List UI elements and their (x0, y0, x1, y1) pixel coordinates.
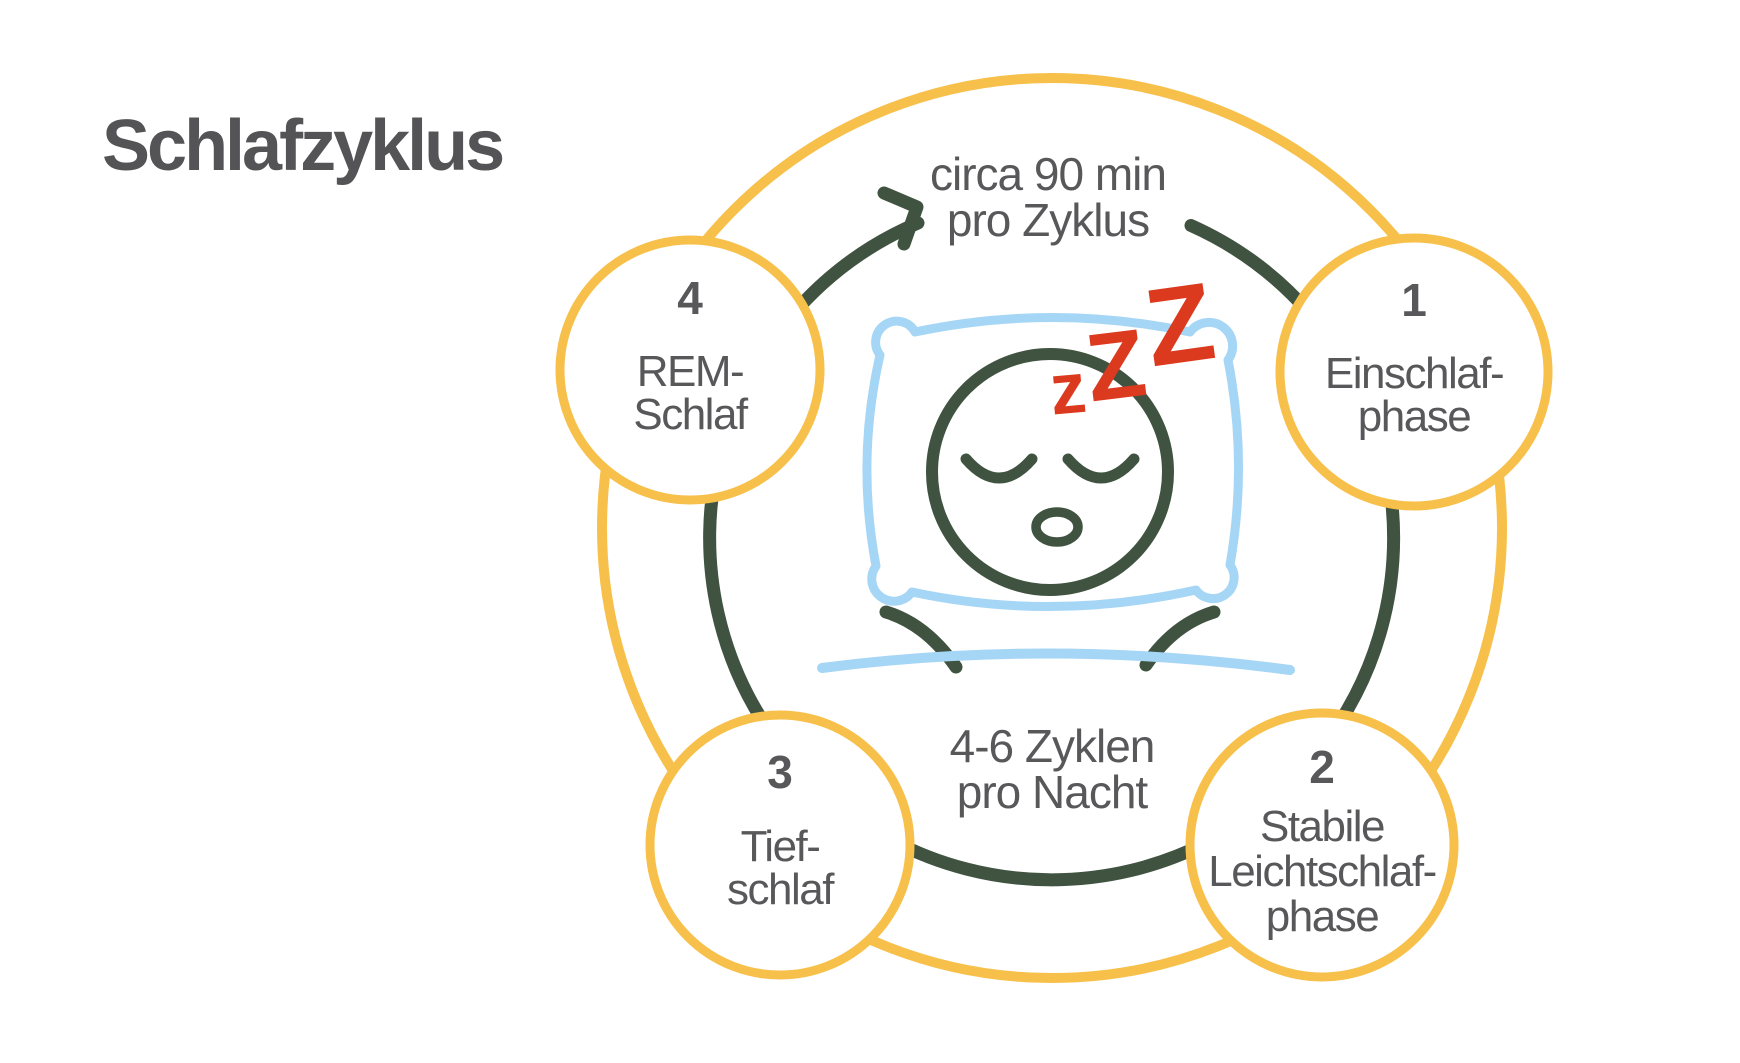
sleeper-head (926, 348, 1174, 596)
phase-1-label-line1: Einschlaf- (1325, 349, 1503, 398)
phase-1-number: 1 (1401, 274, 1427, 326)
phase-3-label-line2: schlaf (727, 865, 835, 914)
phase-2-label-line3: phase (1266, 892, 1378, 941)
phase-circle-2: 2 Stabile Leichtschlaf- phase (1185, 708, 1459, 982)
phase-1-circle (1275, 233, 1553, 511)
phase-2-label-line1: Stabile (1260, 802, 1384, 851)
phase-4-label-line2: Schlaf (633, 390, 749, 439)
top-note-line1: circa 90 min (930, 148, 1166, 200)
cycle-direction-arrow-icon (877, 186, 924, 251)
sleeper-illustration: z Z Z (817, 259, 1295, 675)
page-title: Schlafzyklus (102, 106, 503, 186)
outer-ring-circle (597, 73, 1507, 983)
right-eye-icon (1062, 453, 1140, 484)
phase-2-label-line2: Leichtschlaf- (1208, 847, 1436, 896)
phase-1-label-line2: phase (1358, 392, 1470, 441)
mouth-icon (1031, 507, 1083, 547)
phase-circle-4: 4 REM- Schlaf (555, 235, 825, 505)
top-note-line2: pro Zyklus (947, 194, 1149, 246)
blanket (817, 648, 1295, 675)
head-outline (926, 348, 1174, 596)
phase-3-number: 3 (767, 746, 793, 798)
phase-4-circle (555, 235, 825, 505)
phase-2-number: 2 (1309, 741, 1335, 793)
phase-3-label-line1: Tief- (741, 822, 820, 871)
phase-circle-1: 1 Einschlaf- phase (1275, 233, 1553, 511)
sleep-z-medium: Z (1080, 309, 1151, 422)
phase-4-number: 4 (677, 272, 703, 324)
phase-3-circle (645, 710, 915, 980)
sleep-z-small: z (1046, 348, 1089, 431)
top-note: circa 90 min pro Zyklus (930, 148, 1167, 246)
phase-2-circle (1185, 708, 1459, 982)
phase-circle-3: 3 Tief- schlaf (645, 710, 915, 980)
left-eye-icon (960, 453, 1038, 484)
bottom-note: 4-6 Zyklen pro Nacht (950, 720, 1156, 818)
bottom-note-line2: pro Nacht (957, 766, 1149, 818)
phase-4-label-line1: REM- (637, 347, 743, 396)
bottom-note-line1: 4-6 Zyklen (950, 720, 1155, 772)
